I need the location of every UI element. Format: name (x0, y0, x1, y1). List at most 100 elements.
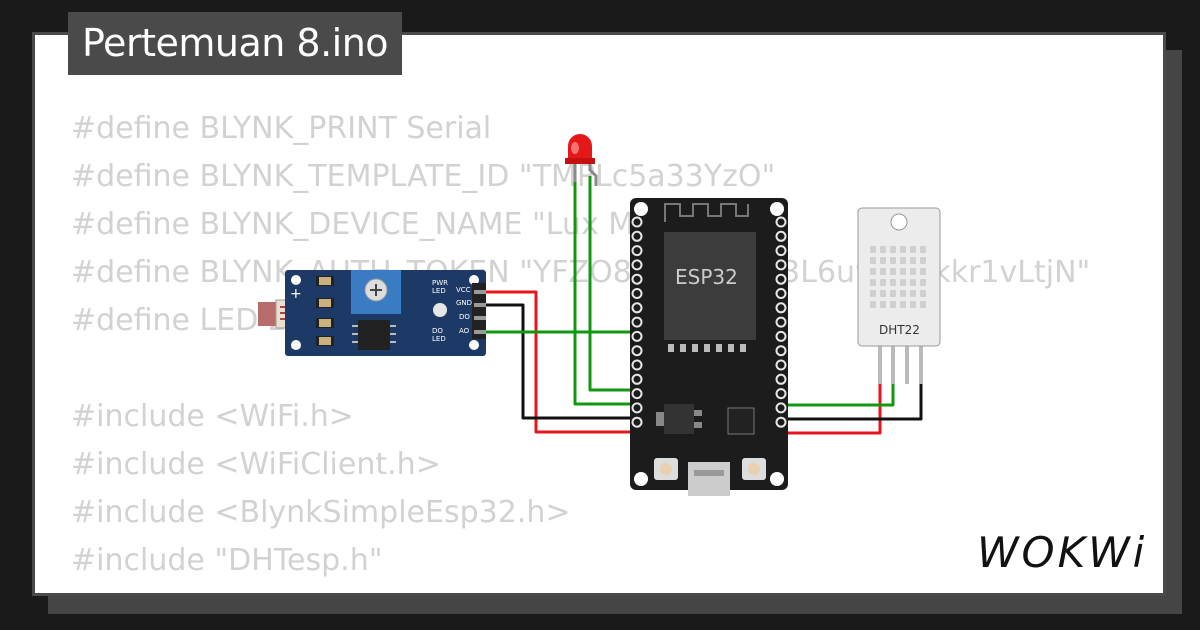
code-line: #define BLYNK_PRINT Serial (71, 111, 492, 146)
dht-grille-slot (920, 301, 926, 308)
red-led[interactable] (565, 134, 598, 186)
dht-grille-slot (880, 257, 886, 264)
svg-text:LED: LED (432, 335, 446, 343)
wire-black-dht-gnd (780, 382, 923, 421)
svg-text:DO: DO (432, 327, 443, 335)
esp32-pin[interactable] (631, 330, 643, 342)
svg-text:DO: DO (459, 313, 470, 321)
dht-grille-slot (870, 268, 876, 275)
svg-text:−: − (290, 340, 302, 356)
svg-text:WOKWi: WOKWi (977, 528, 1147, 577)
svg-text:GND: GND (456, 299, 472, 307)
esp32-pin[interactable] (775, 302, 787, 314)
code-line: #define LED 2 (71, 303, 287, 338)
ldr-sensor-module[interactable]: + − PWR LED DO LED VCC GND DO AO (258, 270, 486, 356)
esp32-pin[interactable] (775, 345, 787, 357)
dht-grille-slot (870, 301, 876, 308)
dht-grille-slot (900, 246, 906, 253)
esp32-pin[interactable] (631, 302, 643, 314)
dht-grille-slot (870, 290, 876, 297)
dht-grille-slot (890, 279, 896, 286)
dht-grille-slot (920, 257, 926, 264)
esp32-pin[interactable] (775, 402, 787, 414)
wire-red-dht-vcc (780, 382, 882, 435)
esp32-board[interactable]: ESP32 (630, 198, 788, 496)
dht-grille-slot (890, 246, 896, 253)
wire-green-led-cathode (573, 176, 636, 406)
dht-grille-slot (920, 246, 926, 253)
dht-grille-slot (870, 257, 876, 264)
dht-grille-slot (910, 246, 916, 253)
esp32-pin[interactable] (631, 288, 643, 299)
esp32-pin[interactable] (775, 359, 787, 371)
esp32-pin[interactable] (775, 216, 787, 228)
esp32-pin[interactable] (631, 230, 643, 242)
code-line: #define BLYNK_TEMPLATE_ID "TMPLc5a33YzO" (71, 159, 776, 194)
dht-grille-slot (880, 268, 886, 275)
dht-grille-slot (910, 290, 916, 297)
dht-grille-slot (880, 279, 886, 286)
svg-text:AO: AO (459, 327, 470, 335)
esp32-pin[interactable] (775, 288, 787, 299)
dht22-sensor[interactable]: DHT22 (857, 207, 941, 384)
esp32-pin[interactable] (631, 345, 643, 357)
wire-red-vcc (486, 290, 636, 434)
esp32-pin[interactable] (775, 330, 787, 342)
dht-grille-slot (890, 268, 896, 275)
dht-grille-slot (890, 257, 896, 264)
esp32-pin[interactable] (775, 230, 787, 242)
dht-grille-slot (880, 301, 886, 308)
esp32-pin[interactable] (631, 388, 643, 400)
dht-grille-slot (900, 268, 906, 275)
dht-grille-slot (900, 279, 906, 286)
esp32-pin[interactable] (775, 388, 787, 400)
esp32-pin[interactable] (631, 273, 643, 285)
svg-text:+: + (290, 286, 302, 302)
svg-text:VCC: VCC (456, 286, 471, 294)
esp32-pin[interactable] (775, 245, 787, 257)
code-line: #define BLYNK_AUTH_TOKEN "YFZO8P2VxLqp03… (71, 255, 1091, 290)
svg-text:PWR: PWR (432, 279, 448, 287)
file-title: Pertemuan 8.ino (68, 12, 403, 75)
wokwi-logo: WOKWi (977, 528, 1147, 577)
dht-grille-slot (880, 290, 886, 297)
esp32-pin[interactable] (631, 359, 643, 371)
esp32-pin[interactable] (631, 259, 643, 271)
esp32-pin[interactable] (631, 216, 643, 228)
code-line: #include <WiFi.h> (71, 399, 354, 434)
dht-grille-slot (910, 301, 916, 308)
dht-grille-slot (900, 301, 906, 308)
svg-text:DHT22: DHT22 (879, 323, 920, 337)
preview-card[interactable]: #define BLYNK_PRINT Serial #define BLYNK_… (32, 32, 1166, 596)
esp32-pin[interactable] (775, 373, 787, 385)
esp32-pin[interactable] (775, 259, 787, 271)
dht-grille-slot (920, 290, 926, 297)
code-line: #include <WiFiClient.h> (71, 447, 441, 482)
esp32-pin[interactable] (631, 316, 643, 328)
code-line: #include <BlynkSimpleEsp32.h> (71, 495, 571, 530)
dht-grille-slot (910, 279, 916, 286)
esp32-pin[interactable] (775, 416, 787, 428)
esp32-pin[interactable] (631, 245, 643, 257)
esp32-pin[interactable] (775, 273, 787, 285)
esp32-pin[interactable] (631, 373, 643, 385)
wire-green-dht-data (780, 382, 895, 407)
dht-grille-slot (870, 246, 876, 253)
dht-grille-slot (910, 257, 916, 264)
svg-text:LED: LED (432, 287, 446, 295)
dht-grille-slot (900, 257, 906, 264)
dht-grille-slot (920, 279, 926, 286)
dht-grille-slot (890, 301, 896, 308)
dht-grille-slot (870, 279, 876, 286)
dht-grille-slot (920, 268, 926, 275)
esp32-pin[interactable] (631, 416, 643, 428)
code-line: #include "DHTesp.h" (71, 543, 383, 578)
dht-grille-slot (900, 290, 906, 297)
esp32-pin[interactable] (775, 316, 787, 328)
dht-grille-slot (910, 268, 916, 275)
dht-grille-slot (880, 246, 886, 253)
code-preview: #define BLYNK_PRINT Serial #define BLYNK_… (71, 105, 1090, 585)
esp32-pin[interactable] (631, 402, 643, 414)
wire-black-gnd (486, 303, 636, 420)
